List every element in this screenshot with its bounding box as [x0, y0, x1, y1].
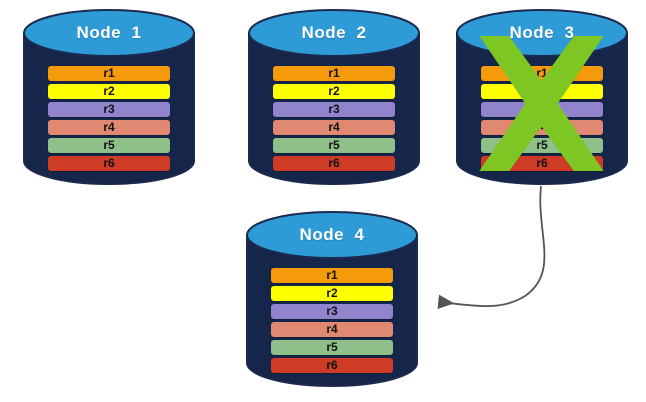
node-4-row-r2[interactable]: r2 [271, 286, 393, 301]
node-4-row-r6[interactable]: r6 [271, 358, 393, 373]
node-4-row-r4[interactable]: r4 [271, 322, 393, 337]
node-4-row-r3[interactable]: r3 [271, 304, 393, 319]
connector-node3-to-node4 [437, 185, 546, 309]
node-4-title: Node 4 [299, 225, 365, 244]
node-2-row-r6[interactable]: r6 [273, 156, 395, 171]
node-1-row-r3[interactable]: r3 [48, 102, 170, 117]
node-2-cylinder[interactable]: Node 2 r1 r2 r3 r4 r5 r6 [247, 8, 421, 186]
node-2-row-r4[interactable]: r4 [273, 120, 395, 135]
node-3-title: Node 3 [509, 23, 575, 42]
node-3-row-r4[interactable]: r4 [481, 120, 603, 135]
node-4-row-list: r1 r2 r3 r4 r5 r6 [245, 268, 419, 373]
node-2-row-r3[interactable]: r3 [273, 102, 395, 117]
node-4-row-r1[interactable]: r1 [271, 268, 393, 283]
node-3-row-r6[interactable]: r6 [481, 156, 603, 171]
node-1-row-list: r1 r2 r3 r4 r5 r6 [22, 66, 196, 171]
node-1-cylinder[interactable]: Node 1 r1 r2 r3 r4 r5 r6 [22, 8, 196, 186]
node-3-cylinder[interactable]: Node 3 r1 r2 r3 r4 r5 r6 [455, 8, 629, 186]
cylinder-top-cap [248, 9, 420, 57]
node-3-row-r3[interactable]: r3 [481, 102, 603, 117]
node-1-row-r6[interactable]: r6 [48, 156, 170, 171]
node-1-row-r5[interactable]: r5 [48, 138, 170, 153]
node-2-row-r1[interactable]: r1 [273, 66, 395, 81]
node-1-row-r1[interactable]: r1 [48, 66, 170, 81]
cylinder-top-cap [246, 211, 418, 259]
node-1-title: Node 1 [76, 23, 142, 42]
node-2-row-r5[interactable]: r5 [273, 138, 395, 153]
node-2-title: Node 2 [301, 23, 367, 42]
node-1-row-r4[interactable]: r4 [48, 120, 170, 135]
node-4-row-r5[interactable]: r5 [271, 340, 393, 355]
node-3-row-r1[interactable]: r1 [481, 66, 603, 81]
node-3-row-r5[interactable]: r5 [481, 138, 603, 153]
node-3-row-r2[interactable]: r2 [481, 84, 603, 99]
node-2-row-r2[interactable]: r2 [273, 84, 395, 99]
node-2-row-list: r1 r2 r3 r4 r5 r6 [247, 66, 421, 171]
node-3-row-list: r1 r2 r3 r4 r5 r6 [455, 66, 629, 171]
node-4-cylinder[interactable]: Node 4 r1 r2 r3 r4 r5 r6 [245, 210, 419, 388]
node-1-row-r2[interactable]: r2 [48, 84, 170, 99]
cylinder-top-cap [23, 9, 195, 57]
